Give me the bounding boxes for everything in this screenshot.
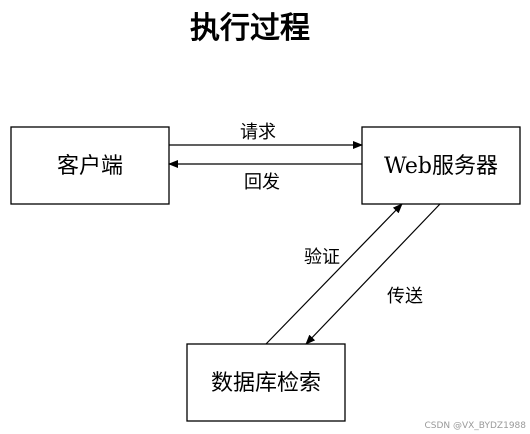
verify-label: 验证 (304, 247, 340, 268)
web-server-box (361, 126, 521, 205)
response-label: 回发 (244, 172, 280, 193)
web-server-label: Web服务器 (384, 154, 498, 179)
request-label: 请求 (240, 122, 276, 143)
database-label: 数据库检索 (211, 371, 321, 396)
client-label: 客户端 (57, 154, 123, 179)
watermark-text: CSDN @VX_BYDZ1988 (424, 421, 526, 431)
diagram-title: 执行过程 (190, 11, 310, 46)
transfer-arrow (305, 203, 441, 345)
database-node: 数据库检索 (186, 343, 346, 422)
web-server-node: Web服务器 (361, 126, 521, 205)
client-node: 客户端 (10, 126, 170, 205)
transfer-label: 传送 (387, 286, 423, 307)
verify-arrow (265, 203, 403, 345)
